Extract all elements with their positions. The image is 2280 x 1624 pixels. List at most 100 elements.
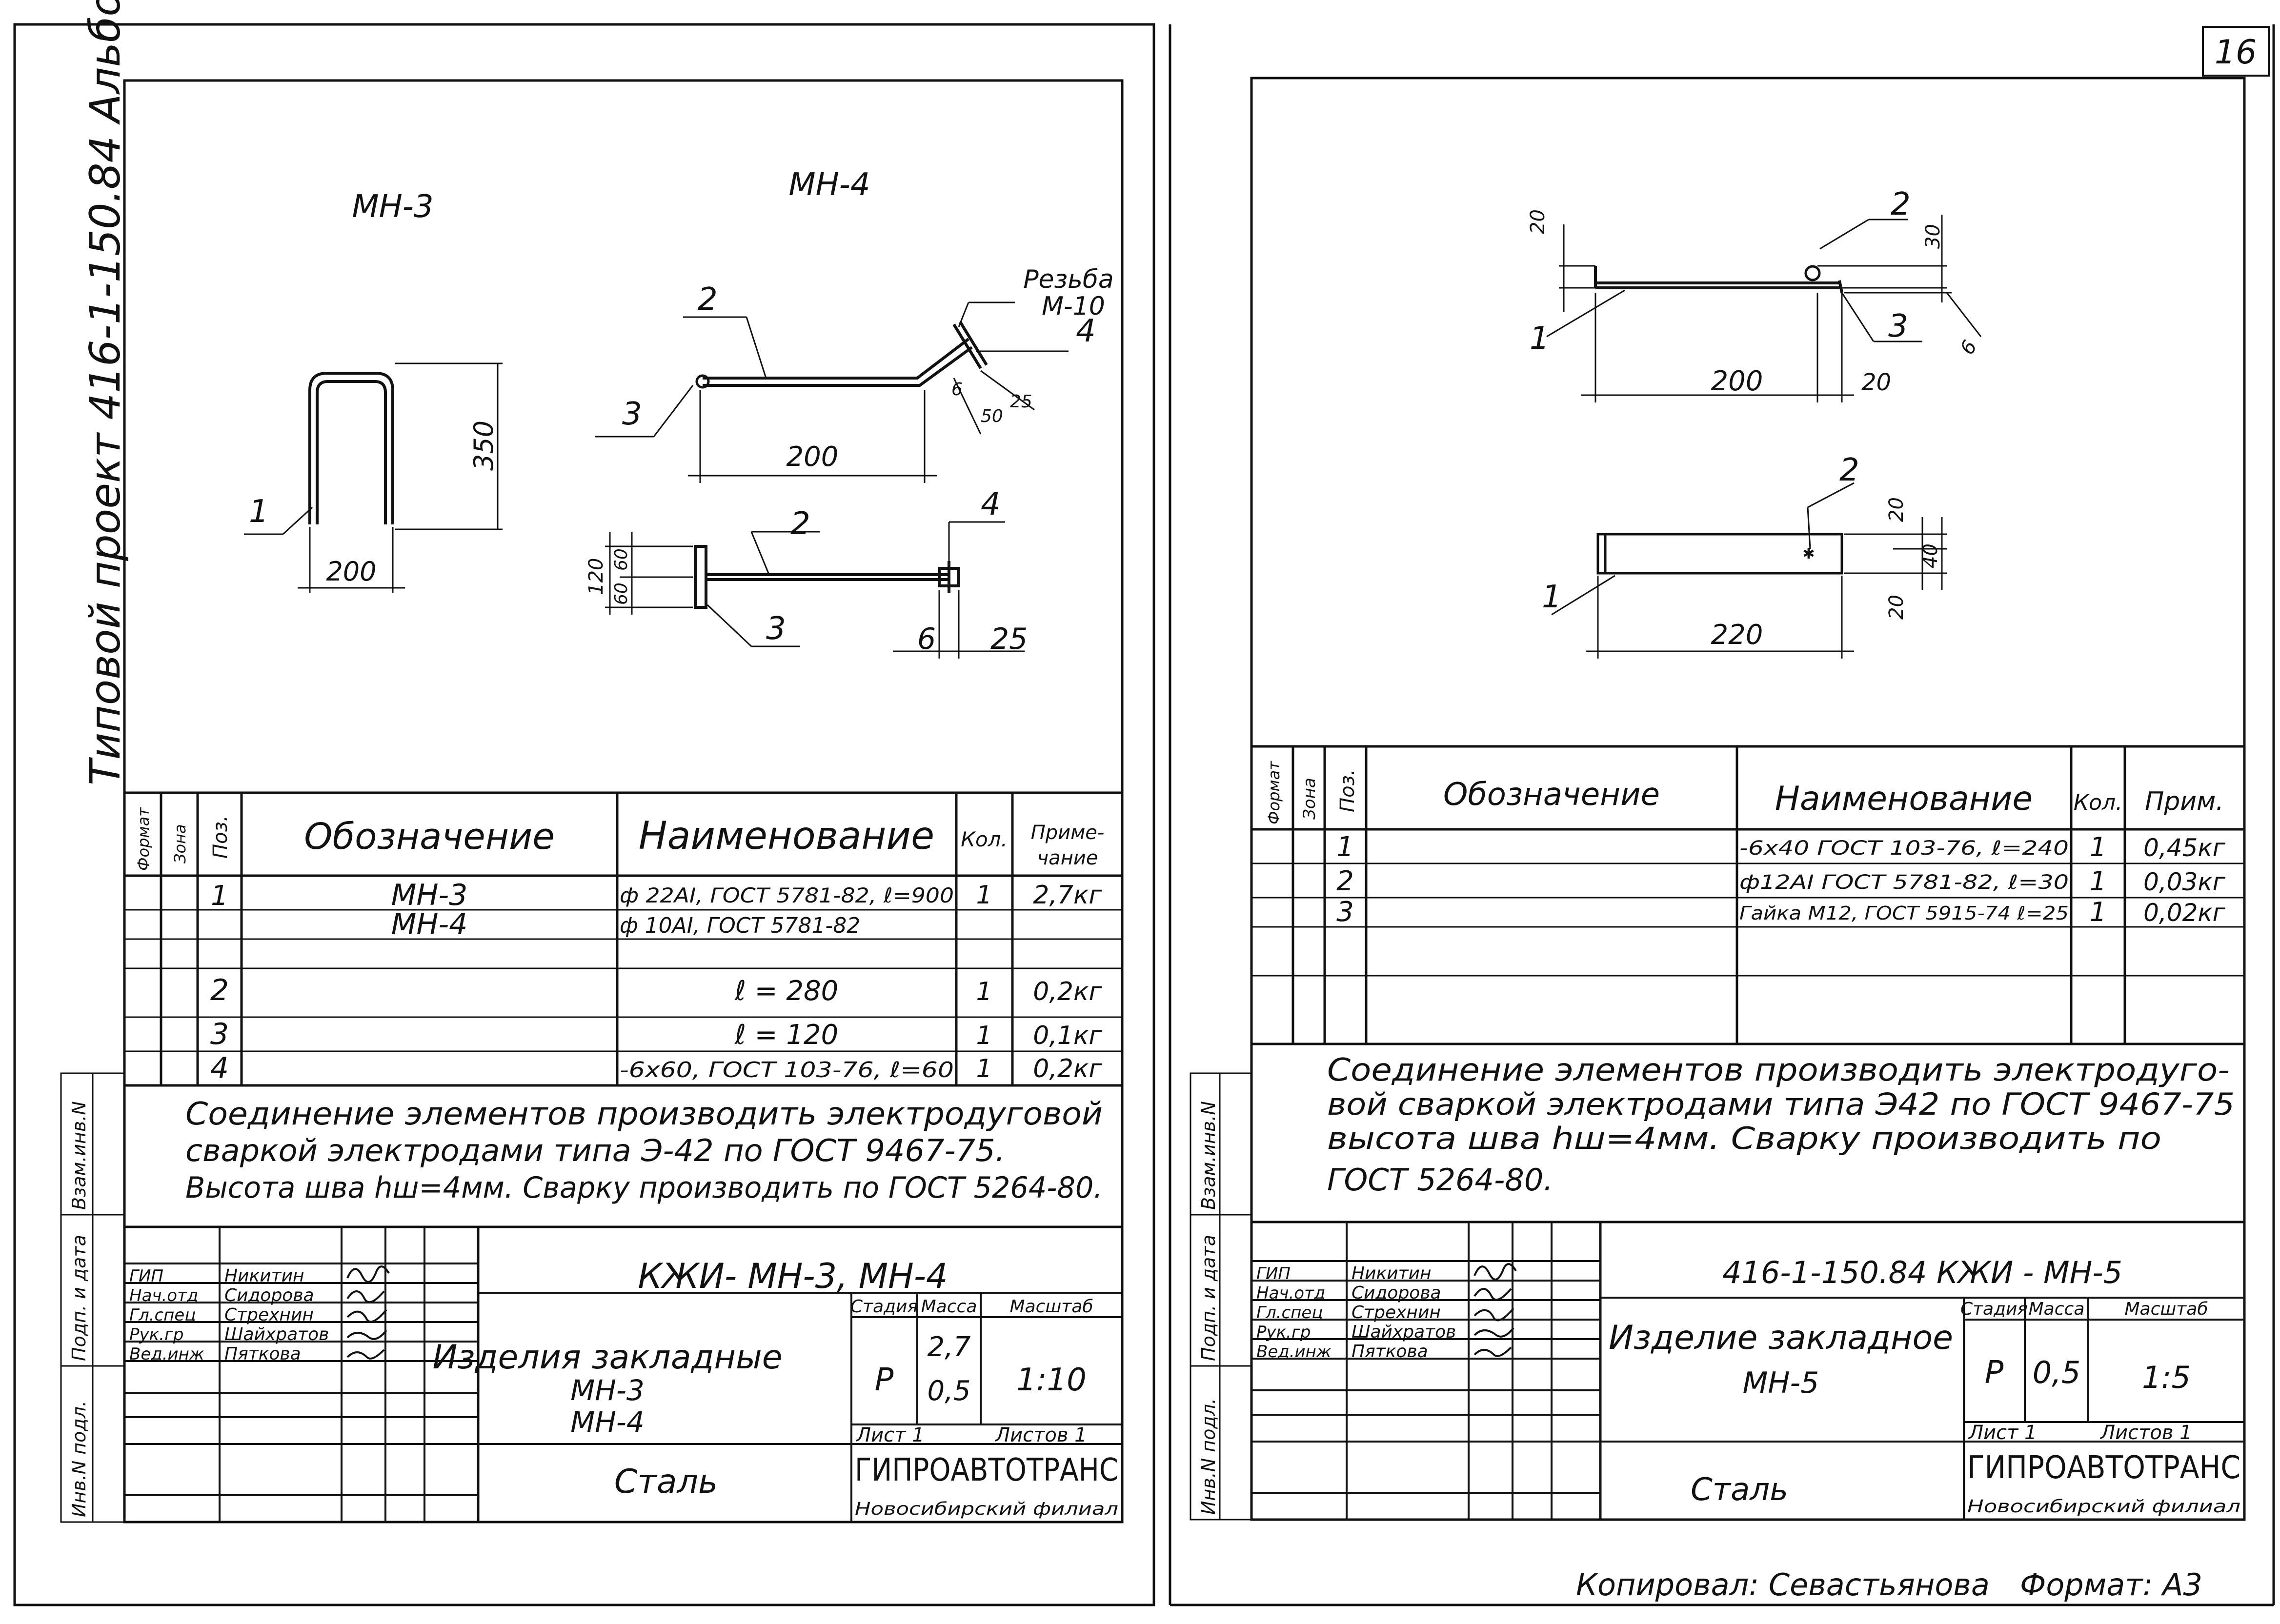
right-name-1: Никитин xyxy=(1352,1263,1432,1283)
mn5-plan-dimensions xyxy=(1551,482,1947,659)
right-sheet-label: Лист 1 xyxy=(1968,1422,2037,1444)
mn4-pos-3: 3 xyxy=(622,396,642,432)
right-spec-table xyxy=(1251,745,2244,1045)
mn5-dim-6: 6 xyxy=(1956,337,1982,359)
left-spec-h-note-2: чание xyxy=(1037,847,1098,869)
left-item-name-1: Изделия закладные xyxy=(432,1338,782,1377)
right-role-3: Гл.спец xyxy=(1256,1303,1323,1323)
right-sheet: Взам.инв.N Подп. и дата Инв.N подл. 20 2… xyxy=(1190,77,2246,1521)
right-note-line-1: Соединение элементов производить электро… xyxy=(1327,1052,2230,1088)
left-name-4: Шайхратов xyxy=(224,1324,329,1344)
left-item-name-2: МН-3 xyxy=(570,1374,645,1407)
left-branch: Новосибирский филиал xyxy=(855,1499,1118,1519)
mn5-nut xyxy=(1804,265,1821,281)
left-title-block xyxy=(124,1225,1122,1522)
left-row-1-note: 2,7кг xyxy=(1033,881,1102,910)
left-role-5: Вед.инж xyxy=(129,1344,204,1364)
left-row-4-name: ℓ = 120 xyxy=(734,1019,839,1051)
left-row-3-pos: 2 xyxy=(210,973,229,1007)
right-name-4: Шайхратов xyxy=(1352,1322,1456,1342)
right-org: ГИПРОАВТОТРАНС xyxy=(1967,1450,2240,1486)
left-outer-frame xyxy=(13,23,1155,1606)
right-stage: Р xyxy=(1985,1355,2004,1391)
mn4-dim-200: 200 xyxy=(787,441,839,473)
right-title-code: 416-1-150.84 КЖИ - МН-5 xyxy=(1722,1255,2122,1290)
right-inner-frame xyxy=(1250,77,2246,1521)
left-row-4-note: 0,1кг xyxy=(1033,1021,1102,1050)
right-material: Сталь xyxy=(1691,1472,1788,1508)
right-spec-h-name: Наименование xyxy=(1775,780,2033,818)
right-note-line-3: высота шва hш=4мм. Сварку производить по xyxy=(1327,1121,2161,1156)
right-item-name-2: МН-5 xyxy=(1743,1366,1819,1400)
mn3-u-bar xyxy=(308,372,394,524)
left-roles: ГИП Нач.отд Гл.спец Рук.гр Вед.инж Никит… xyxy=(129,1266,329,1364)
right-stamp-inv: Инв.N подл. xyxy=(1198,1398,1219,1515)
left-role-3: Гл.спец xyxy=(129,1305,196,1325)
right-row-1-name: -6х40 ГОСТ 103-76, ℓ=240 xyxy=(1739,837,2069,860)
left-mass-label: Масса xyxy=(921,1297,977,1317)
left-spec-row-2: МН-4 ф 10АI, ГОСТ 5781-82 xyxy=(391,907,861,942)
right-spec-h-designation: Обозначение xyxy=(1443,777,1660,813)
right-sheets-label: Листов 1 xyxy=(2099,1422,2192,1444)
left-row-1-designation: МН-3 xyxy=(391,878,468,912)
left-spec-table xyxy=(124,791,1122,1087)
mn4-thread-size: М-10 xyxy=(1042,292,1105,321)
right-mass: 0,5 xyxy=(2033,1355,2081,1390)
left-row-4-qty: 1 xyxy=(976,1021,992,1050)
plan-dim-25: 25 xyxy=(990,622,1028,656)
right-row-2-qty: 1 xyxy=(2090,866,2106,897)
left-note-line-3: Высота шва hш=4мм. Сварку производить по… xyxy=(185,1171,1103,1205)
right-row-3-name: Гайка М12, ГОСТ 5915-74 ℓ=25 xyxy=(1739,902,2069,924)
left-row-3-note: 0,2кг xyxy=(1033,977,1102,1006)
right-spec-h-note: Прим. xyxy=(2145,787,2224,816)
mn4-dim-50: 50 xyxy=(981,406,1003,426)
mn4-dimensions xyxy=(595,301,1069,483)
mn5-side-dimensions xyxy=(1546,215,1982,402)
mn5-plan-dim-20a: 20 xyxy=(1885,497,1908,522)
left-title-code: КЖИ- МН-3, МН-4 xyxy=(638,1256,948,1296)
left-row-2-designation: МН-4 xyxy=(391,907,468,942)
left-item-name-3: МН-4 xyxy=(570,1405,645,1439)
mn5-dim-20-side: 20 xyxy=(1861,369,1891,396)
left-spec-h-pos: Поз. xyxy=(209,815,232,859)
mn5-dim-30: 30 xyxy=(1922,224,1944,249)
mn5-plan-pos-2: 2 xyxy=(1839,452,1859,488)
left-row-2-name: ф 10АI, ГОСТ 5781-82 xyxy=(620,913,860,938)
plan-pos-3: 3 xyxy=(766,611,786,647)
right-signatures xyxy=(1473,1263,1517,1357)
mn5-plan-star-icon: ✱ xyxy=(1802,545,1815,562)
right-row-1-pos: 1 xyxy=(1336,831,1354,863)
left-sheet-label: Лист 1 xyxy=(855,1424,925,1446)
footer-format: Формат: А3 xyxy=(2020,1567,2202,1603)
left-row-1-name: ф 22АI, ГОСТ 5781-82, ℓ=900 xyxy=(620,883,954,907)
left-spec-row-1: 1 МН-3 ф 22АI, ГОСТ 5781-82, ℓ=900 1 2,7… xyxy=(211,878,1102,912)
right-row-1-qty: 1 xyxy=(2090,832,2106,862)
left-note-line-1: Соединение элементов производить электро… xyxy=(185,1096,1103,1132)
right-spec-h-pos: Поз. xyxy=(1336,769,1359,812)
mn5-plan-dim-220: 220 xyxy=(1711,619,1763,651)
page-number-box: 16 xyxy=(2202,26,2270,77)
left-note-line-2: сваркой электродами типа Э-42 по ГОСТ 94… xyxy=(185,1133,1005,1168)
left-stage-label: Стадия xyxy=(850,1297,918,1317)
mn4-pos-2: 2 xyxy=(698,281,718,318)
left-sheet: Взам.инв.N Подп. и дата Инв.N подл. МН-3… xyxy=(60,79,1124,1524)
mn5-side xyxy=(1594,266,1843,293)
right-stamp-sign: Подп. и дата xyxy=(1198,1235,1219,1361)
mn3-title: МН-3 xyxy=(352,189,433,225)
left-name-1: Никитин xyxy=(224,1266,304,1286)
right-note-line-2: вой сваркой электродами типа Э42 по ГОСТ… xyxy=(1327,1086,2235,1122)
mn3-dim-width: 200 xyxy=(326,556,376,587)
plan-dim-6: 6 xyxy=(917,622,936,656)
mn5-pos-1: 1 xyxy=(1530,321,1550,357)
right-row-3-qty: 1 xyxy=(2090,897,2106,927)
left-inner-frame xyxy=(123,79,1124,1524)
mn5-dim-20: 20 xyxy=(1527,209,1549,234)
left-role-4: Рук.гр xyxy=(129,1325,183,1344)
left-material: Сталь xyxy=(614,1463,718,1501)
mn3-dimensions xyxy=(244,362,503,593)
left-row-1-qty: 1 xyxy=(976,881,992,910)
left-name-3: Стрехнин xyxy=(224,1305,314,1325)
mn5-plan xyxy=(1596,533,1843,575)
left-stamp-inv: Инв.N подл. xyxy=(68,1401,90,1517)
right-role-4: Рук.гр xyxy=(1256,1323,1311,1342)
